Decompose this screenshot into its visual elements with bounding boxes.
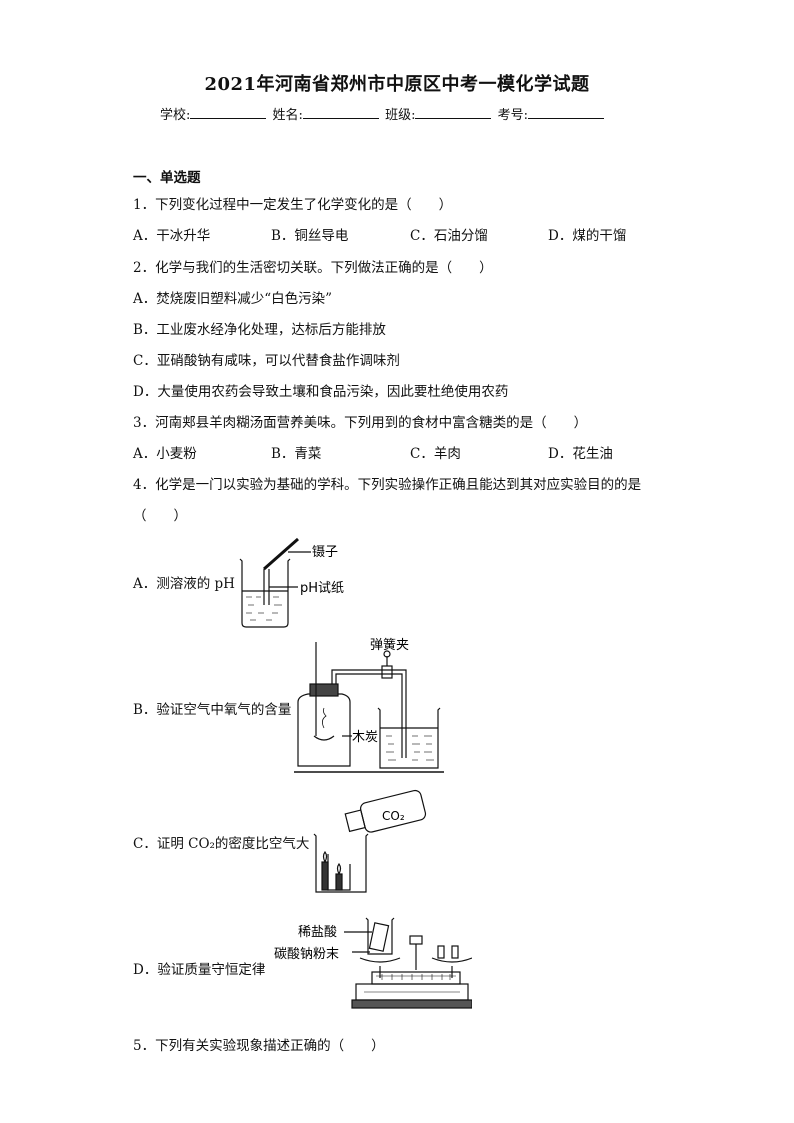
label-charcoal: 木炭: [352, 730, 378, 745]
beaker-outline: [239, 558, 291, 628]
q1-options: A．干冰升华 B．铜丝导电 C．石油分馏 D．煤的干馏: [133, 224, 693, 244]
connecting-tube-upper: [331, 669, 400, 684]
balance-foot: [351, 999, 472, 1009]
mass-conservation-figure: 稀盐酸 碳酸钠粉末: [274, 917, 472, 1009]
q3-stem: 3．河南郏县羊肉糊汤面营养美味。下列用到的食材中富含糖类的是（ ）: [133, 415, 588, 431]
short-candle: [335, 873, 343, 891]
left-pan: [359, 957, 401, 963]
school-label: 学校:: [160, 108, 191, 123]
q2-option-b: B．工业废水经净化处理，达标后方能排放: [133, 322, 386, 338]
label-spring-clip: 弹簧夹: [370, 637, 409, 653]
q2-option-c: C．亚硝酸钠有咸味，可以代替食盐作调味剂: [133, 353, 400, 369]
beaker-on-pan: [365, 917, 395, 955]
tweezers-shaft: [263, 537, 299, 571]
right-pan: [431, 957, 472, 963]
label-co2: CO₂: [382, 809, 405, 823]
clip-knob: [383, 650, 391, 658]
spring-clip[interactable]: [381, 665, 393, 679]
number-label: 考号:: [497, 108, 528, 123]
q1-option-a: A．干冰升华: [133, 228, 211, 244]
class-blank[interactable]: [415, 106, 492, 119]
q1-option-b: B．铜丝导电: [271, 228, 349, 244]
jar-outline: [297, 693, 351, 767]
label-powder: 碳酸钠粉末: [274, 947, 339, 962]
candle-beaker: [313, 833, 369, 893]
tube-into-beaker-inner: [400, 673, 403, 758]
q4-stem: 4．化学是一门以实验为基础的学科。下列实验操作正确且能达到其对应实验目的的是: [133, 477, 642, 493]
ph-test-figure: 镊子 pH试纸: [239, 537, 344, 628]
connecting-tube-lower: [335, 673, 400, 684]
section-heading: 一、单选题: [133, 170, 201, 186]
name-label: 姓名:: [272, 108, 303, 123]
label-tweezers: 镊子: [312, 545, 338, 560]
name-blank[interactable]: [302, 106, 379, 119]
q4-stem-paren: （ ）: [133, 508, 187, 524]
number-blank[interactable]: [527, 106, 604, 119]
q3-option-d: D．花生油: [548, 446, 613, 462]
tall-candle: [321, 861, 329, 891]
label-ph-paper: pH试纸: [300, 581, 344, 596]
q4-option-c: C．证明 CO₂的密度比空气大: [133, 836, 310, 852]
page-title: 2021年河南省郑州市中原区中考一模化学试题: [204, 74, 590, 95]
q2-stem: 2．化学与我们的生活密切关联。下列做法正确的是（ ）: [133, 260, 493, 276]
q4-option-b: B．验证空气中氧气的含量: [133, 702, 292, 718]
water-beaker: [377, 707, 441, 769]
q5-stem: 5．下列有关实验现象描述正确的（ ）: [133, 1038, 385, 1054]
q4-option-a: A．测溶液的 pH: [133, 576, 235, 592]
bottle-neck: [344, 809, 366, 833]
tall-flame: [322, 850, 328, 863]
rubber-stopper: [309, 683, 339, 697]
q2-option-a: A．焚烧废旧塑料减少“白色污染”: [133, 291, 333, 307]
weight-2: [451, 945, 459, 959]
q3-options: A．小麦粉 B．青菜 C．羊肉 D．花生油: [133, 442, 693, 462]
balance-scale-bar: [371, 971, 461, 985]
short-flame: [336, 862, 342, 875]
q1-option-d: D．煤的干馏: [548, 228, 627, 244]
q3-option-c: C．羊肉: [410, 446, 461, 462]
q1-stem: 1．下列变化过程中一定发生了化学变化的是（ ）: [133, 197, 453, 213]
label-acid: 稀盐酸: [298, 925, 337, 940]
balance-top: [409, 935, 423, 945]
flame-smoke: [322, 707, 327, 729]
q3-option-b: B．青菜: [271, 446, 322, 462]
q4-option-d: D．验证质量守恒定律: [133, 962, 266, 978]
weight-1: [437, 945, 445, 959]
combustion-spoon: [313, 735, 335, 741]
q1-option-c: C．石油分馏: [410, 228, 488, 244]
co2-density-figure: CO₂: [313, 789, 427, 893]
oxygen-content-figure: 弹簧夹 木炭: [294, 637, 444, 773]
test-tube: [368, 922, 390, 952]
student-info-row: 学校: 姓名: 班级: 考号:: [160, 104, 606, 123]
q3-option-a: A．小麦粉: [133, 446, 197, 462]
q2-option-d: D．大量使用农药会导致土壤和食品污染，因此要杜绝使用农药: [133, 384, 509, 400]
school-blank[interactable]: [190, 106, 267, 119]
class-label: 班级:: [385, 108, 416, 123]
tube-into-beaker: [400, 669, 407, 758]
